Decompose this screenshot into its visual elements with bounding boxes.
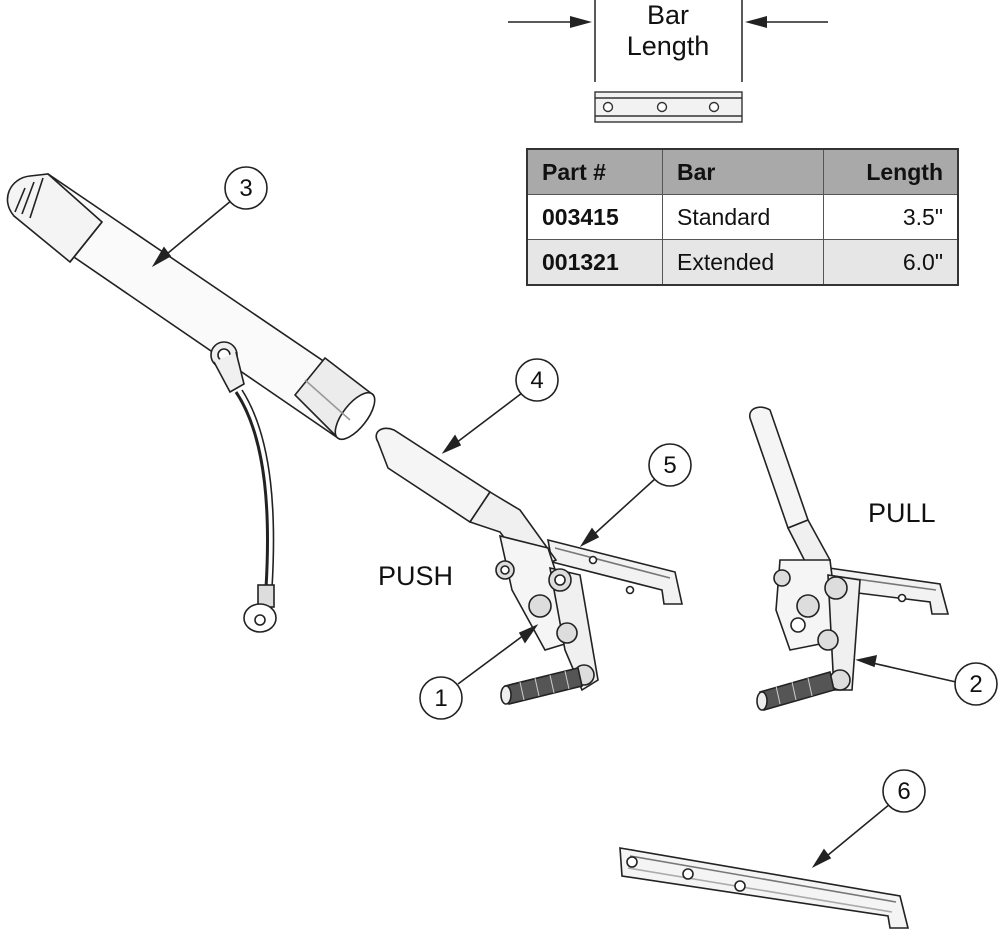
row-bar: Standard [662, 194, 824, 240]
row-part-number: 003415 [526, 194, 663, 240]
handle-tube-part [6, 172, 376, 633]
header-bar: Bar [662, 148, 824, 195]
svg-text:2: 2 [969, 671, 982, 698]
callout-3: 3 [224, 166, 268, 210]
bar-length-label-line2: Length [627, 31, 710, 61]
header-length: Length [823, 148, 959, 195]
table-header-row: Part # Bar Length [526, 148, 959, 195]
leader-lines [151, 199, 957, 868]
push-label: PUSH [378, 561, 453, 591]
table-row: 003415 Standard 3.5" [526, 194, 959, 240]
callout-1: 1 [419, 676, 463, 720]
callout-2: 2 [954, 662, 998, 706]
svg-text:4: 4 [530, 367, 543, 394]
push-brake-assembly [375, 427, 683, 705]
header-part-number: Part # [526, 148, 663, 195]
row-part-number: 001321 [526, 239, 663, 286]
callout-5: 5 [648, 443, 692, 487]
svg-text:1: 1 [434, 685, 447, 712]
extended-bar-part [619, 847, 910, 929]
row-length: 3.5" [823, 194, 959, 240]
svg-text:5: 5 [663, 452, 676, 479]
bar-illustration [594, 91, 743, 123]
pull-label: PULL [868, 498, 936, 528]
callout-6: 6 [882, 769, 926, 813]
bar-length-dimension [508, 0, 828, 82]
callout-4: 4 [515, 358, 559, 402]
table-row: 001321 Extended 6.0" [526, 239, 959, 286]
svg-text:3: 3 [239, 175, 252, 202]
row-bar: Extended [662, 239, 824, 286]
pull-brake-assembly [749, 406, 950, 712]
parts-table: Part # Bar Length 003415 Standard 3.5" 0… [526, 148, 959, 286]
row-length: 6.0" [823, 239, 959, 286]
bar-length-label-line1: Bar [647, 0, 689, 30]
svg-text:6: 6 [897, 778, 910, 805]
